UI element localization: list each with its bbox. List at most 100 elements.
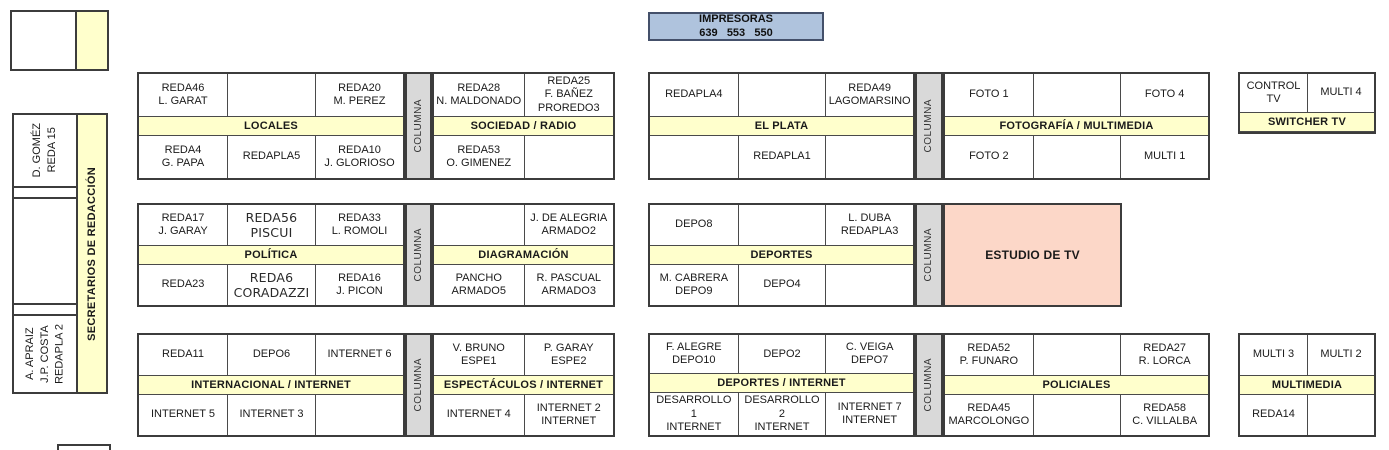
desk-cell: REDAPLA1 bbox=[737, 136, 826, 178]
desk-row: PANCHO ARMADO5 R. PASCUAL ARMADO3 bbox=[434, 265, 613, 305]
secretarios-structure: REDA 15 D. GOMÉZ REDAPLA 2 J.P. COSTA A.… bbox=[12, 113, 108, 394]
desk-cell: REDA14 bbox=[1252, 408, 1295, 421]
desk-cell: DESARROLLO 2 INTERNET bbox=[737, 393, 826, 435]
desk-cell: REDA46 L. GARAT bbox=[158, 81, 208, 107]
desk-reda15: REDA 15 D. GOMÉZ bbox=[14, 115, 76, 188]
desk-cell: REDA52 P. FUNARO bbox=[959, 341, 1019, 367]
columna-strip: COLUMNA bbox=[405, 333, 432, 437]
desk-cell: INTERNET 4 bbox=[446, 408, 511, 421]
desk-cell: P. GARAY ESPE2 bbox=[523, 335, 614, 375]
columna-label: COLUMNA bbox=[923, 358, 935, 412]
desk-cell: REDA10 J. GLORIOSO bbox=[315, 136, 403, 178]
desk-row: V. BRUNO ESPE1 P. GARAY ESPE2 bbox=[434, 335, 613, 375]
desk-cell: REDA4 G. PAPA bbox=[161, 143, 205, 169]
tv-studio-box: ESTUDIO DE TV bbox=[943, 203, 1122, 307]
desk-cell bbox=[1032, 74, 1121, 116]
printers-numbers: 639 553 550 bbox=[699, 26, 773, 39]
desk-cell: DEPO4 bbox=[737, 265, 826, 305]
printers-box: IMPRESORAS 639 553 550 bbox=[648, 12, 824, 41]
desk-cell: DESARROLLO 1 INTERNET bbox=[656, 394, 732, 433]
desk-cell: REDA49 LAGOMARSINO bbox=[825, 74, 913, 116]
columna-strip: COLUMNA bbox=[915, 72, 943, 180]
desk-row: FOTO 1 FOTO 4 bbox=[945, 74, 1208, 116]
desk-cell: PANCHO ARMADO5 bbox=[451, 271, 506, 297]
desk-row: J. DE ALEGRIA ARMADO2 bbox=[434, 205, 613, 245]
desk-cell: REDAPLA5 bbox=[227, 136, 315, 178]
desk-cell: REDA23 bbox=[161, 278, 205, 291]
desk-cell bbox=[315, 395, 403, 435]
desk-row: INTERNET 5 INTERNET 3 bbox=[139, 395, 403, 435]
desk-cell bbox=[227, 74, 315, 116]
desk-cell bbox=[737, 205, 826, 245]
desk-cell: INTERNET 3 bbox=[227, 395, 315, 435]
desk-redapla2: REDAPLA 2 J.P. COSTA A. APRAIZ bbox=[14, 316, 76, 392]
legend-box bbox=[10, 10, 109, 71]
desk-cell bbox=[1032, 136, 1121, 178]
section-header: LOCALES bbox=[139, 116, 403, 136]
section-header: DEPORTES / INTERNET bbox=[650, 373, 913, 394]
legend-box-white bbox=[12, 12, 75, 69]
columna-strip: COLUMNA bbox=[405, 203, 432, 307]
secretarios-strip-label: SECRETARIOS DE REDACCIÓN bbox=[85, 166, 98, 341]
section-header: FOTOGRAFÍA / MULTIMEDIA bbox=[945, 116, 1208, 136]
desk-cell bbox=[1032, 395, 1121, 435]
desk-cell: M. CABRERA DEPO9 bbox=[659, 271, 729, 297]
desk-cell: DEPO8 bbox=[675, 218, 713, 231]
columna-label: COLUMNA bbox=[923, 99, 935, 153]
partial-box bbox=[57, 444, 111, 450]
desk-cell: R. PASCUAL ARMADO3 bbox=[523, 265, 614, 305]
desk-cell: REDAPLA4 bbox=[665, 88, 723, 101]
desk-cell: CONTROL TV bbox=[1246, 79, 1301, 105]
section-header: SOCIEDAD / RADIO bbox=[434, 116, 613, 136]
printers-title: IMPRESORAS bbox=[699, 12, 773, 25]
desk-cell: FOTO 1 bbox=[969, 88, 1009, 101]
desk-row: REDA45 MARCOLONGO REDA58 C. VILLALBA bbox=[945, 395, 1208, 435]
desk-cell: V. BRUNO ESPE1 bbox=[452, 341, 505, 367]
desk-cell bbox=[825, 265, 913, 305]
section-header: SWITCHER TV bbox=[1240, 112, 1374, 132]
desk-cell bbox=[523, 136, 614, 178]
desk-cell bbox=[1307, 395, 1374, 435]
desk-cell bbox=[737, 74, 826, 116]
desk-cell: REDA33 L. ROMOLI bbox=[315, 205, 403, 245]
desk-row: REDA53 O. GIMENEZ bbox=[434, 136, 613, 178]
desk-cell: INTERNET 2 INTERNET bbox=[523, 395, 614, 435]
desk-cell: MULTI 2 bbox=[1307, 335, 1374, 375]
desk-cell bbox=[434, 205, 524, 245]
legend-box-yellow bbox=[75, 12, 107, 69]
desk-cell: L. DUBA REDAPLA3 bbox=[825, 205, 913, 245]
desk-cell: FOTO 4 bbox=[1120, 74, 1208, 116]
desk-cell: REDA56 PISCUI bbox=[227, 205, 315, 245]
desk-cell: MULTI 1 bbox=[1120, 136, 1208, 178]
section-header: EL PLATA bbox=[650, 116, 913, 136]
desk-cell: REDA27 R. LORCA bbox=[1120, 335, 1208, 375]
desk-cell: REDA25 F. BAÑEZ PROREDO3 bbox=[523, 74, 614, 116]
desk-cell: REDA28 N. MALDONADO bbox=[436, 81, 522, 107]
desk-cell bbox=[825, 136, 913, 178]
desk-cell: REDA58 C. VILLALBA bbox=[1120, 395, 1208, 435]
desk-row: INTERNET 4 INTERNET 2 INTERNET bbox=[434, 395, 613, 435]
desk-cell bbox=[1032, 335, 1121, 375]
desk-cell: REDA11 bbox=[162, 348, 204, 361]
secretarios-strip: SECRETARIOS DE REDACCIÓN bbox=[78, 115, 106, 392]
desk-row: REDA52 P. FUNARO REDA27 R. LORCA bbox=[945, 335, 1208, 375]
desk-row: REDAPLA4 REDA49 LAGOMARSINO bbox=[650, 74, 913, 116]
columna-strip: COLUMNA bbox=[915, 203, 943, 307]
desk-cell: MULTI 4 bbox=[1307, 74, 1374, 112]
desk-cell: REDA45 MARCOLONGO bbox=[948, 401, 1030, 427]
desk-cell: INTERNET 5 bbox=[151, 408, 215, 421]
section-header: ESPECTÁCULOS / INTERNET bbox=[434, 375, 613, 395]
